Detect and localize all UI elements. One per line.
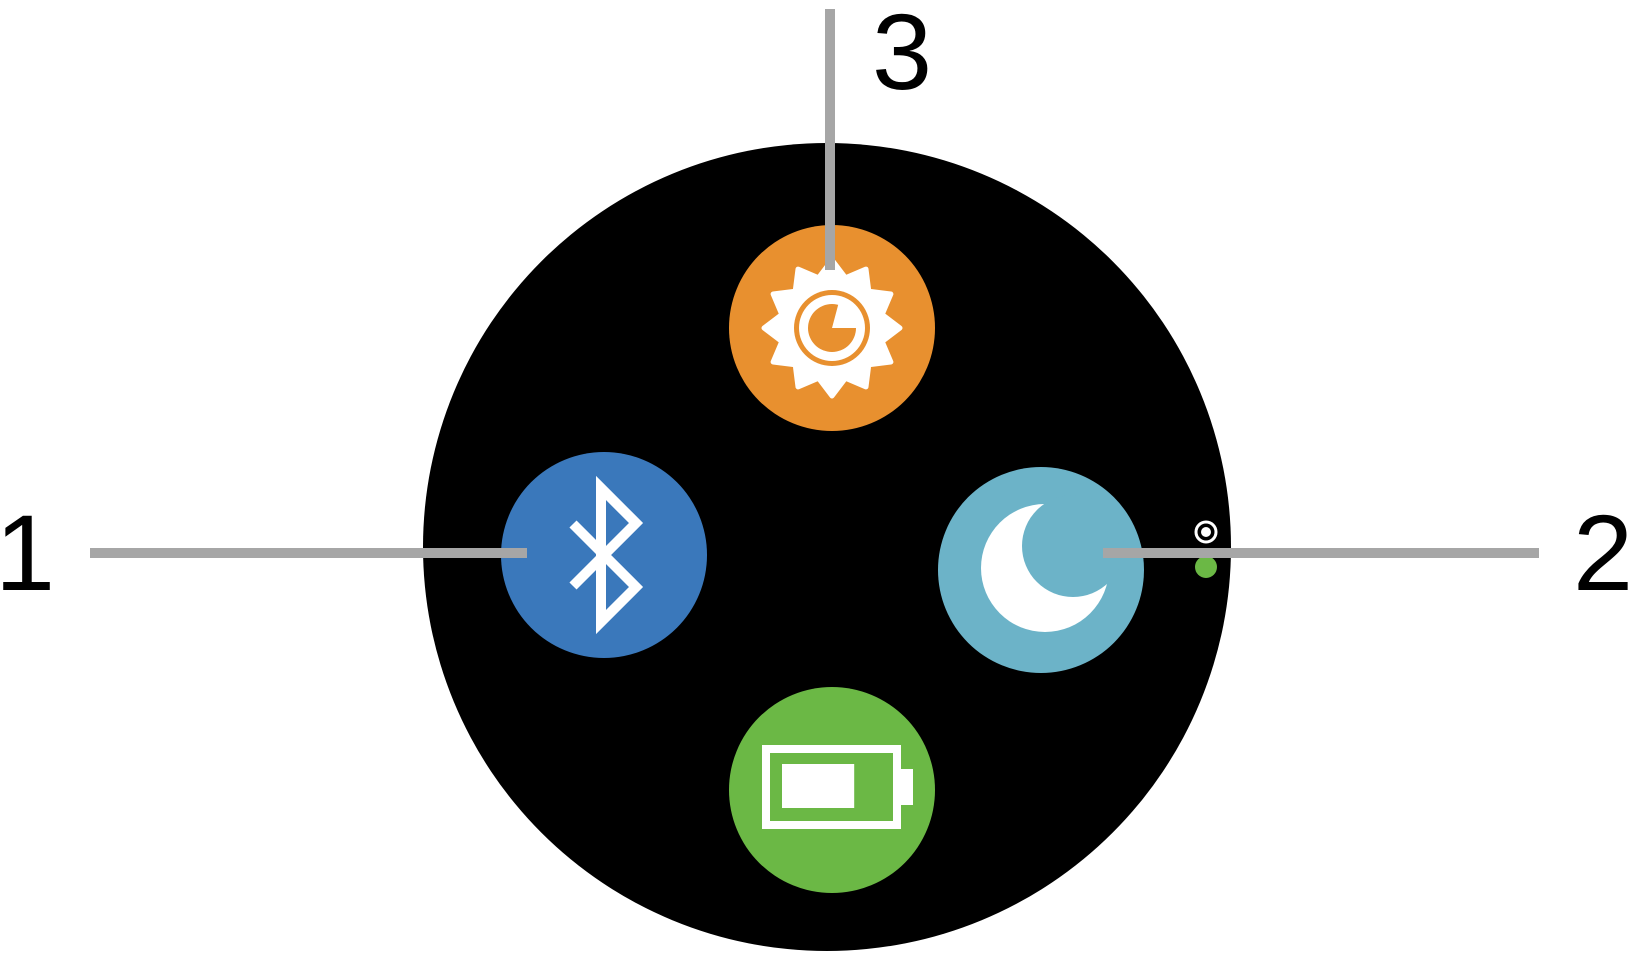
leader-line-3 [825,9,835,270]
leader-line-2 [1103,548,1539,558]
night-mode-button[interactable] [938,467,1144,673]
callout-number-3: 3 [872,0,932,112]
battery-button[interactable] [729,687,935,893]
callout-number-1: 1 [0,492,55,613]
bluetooth-icon [569,475,644,635]
battery-icon [762,745,913,829]
status-indicator [1194,520,1218,578]
brightness-button[interactable] [729,225,935,431]
watch-face [423,143,1231,951]
leader-line-1 [90,548,527,558]
moon-icon [981,495,1124,632]
callout-number-2: 2 [1573,492,1632,613]
brightness-sun-icon [761,257,903,399]
battery-level-fill [782,764,855,808]
bluetooth-button[interactable] [501,452,707,658]
